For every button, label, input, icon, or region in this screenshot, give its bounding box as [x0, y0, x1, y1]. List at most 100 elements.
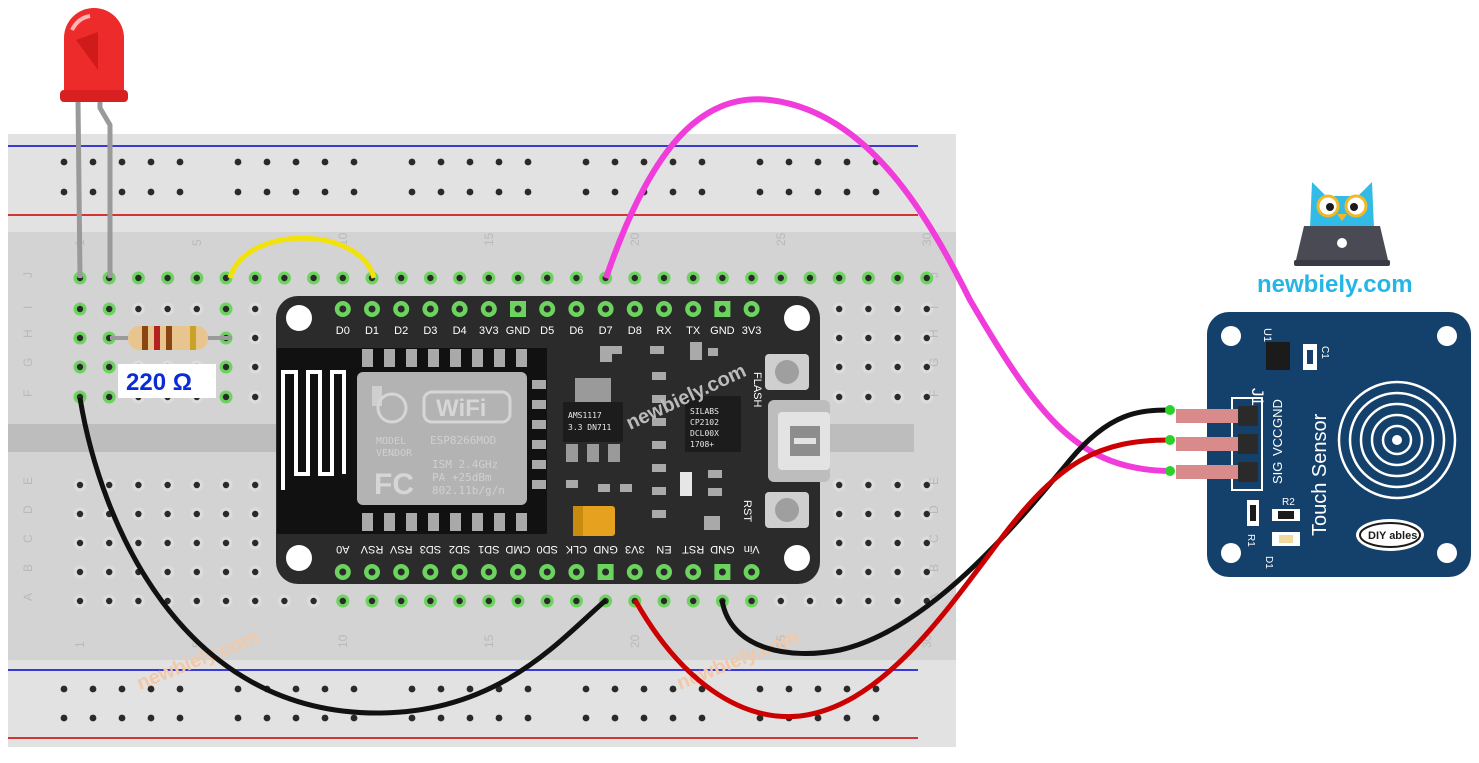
- wires: [77, 96, 1175, 720]
- bb-hole: [865, 510, 872, 518]
- rail-hole: [234, 158, 242, 166]
- esp-pin-label-bottom: EN: [656, 543, 671, 555]
- label-r1: R1: [1245, 534, 1256, 547]
- espressif-icon: [376, 392, 408, 424]
- esp-pin-label-bottom: SD3: [420, 543, 441, 555]
- rail-hole: [611, 188, 619, 196]
- rail-hole: [408, 685, 416, 693]
- bb-hole: [164, 305, 171, 313]
- bb-hole: [252, 510, 259, 518]
- bb-hole: [135, 539, 142, 547]
- smd-part: [612, 346, 622, 354]
- bb-hole: [865, 393, 872, 401]
- row-letter: C: [21, 534, 35, 543]
- rail-hole: [843, 714, 851, 722]
- bb-hole: [573, 274, 580, 282]
- module-pad: [472, 513, 483, 531]
- smd-part: [704, 516, 720, 530]
- wire-end: [1165, 405, 1175, 415]
- rail-hole: [350, 714, 358, 722]
- row-letter: J: [21, 272, 35, 278]
- esp-pin-hole: [485, 568, 493, 576]
- bb-hole: [164, 539, 171, 547]
- micro-usb-tongue: [794, 438, 816, 444]
- led-rim: [60, 90, 128, 102]
- rail-hole: [350, 685, 358, 693]
- resistor-band: [190, 326, 196, 350]
- bb-hole: [164, 481, 171, 489]
- flash-button-cap: [775, 360, 799, 384]
- module-pad: [532, 440, 546, 449]
- bb-hole: [106, 393, 113, 401]
- rail-hole: [60, 685, 68, 693]
- rail-hole: [408, 188, 416, 196]
- label-r2: R2: [1282, 497, 1295, 508]
- bb-hole: [777, 597, 784, 605]
- rail-hole: [872, 685, 880, 693]
- wire-magenta-sig: [603, 96, 1171, 474]
- rail-hole: [437, 188, 445, 196]
- rail-hole: [60, 714, 68, 722]
- wire-yellow: [227, 235, 377, 279]
- module-line: ESP8266MOD: [430, 434, 496, 447]
- esp-pin-label-top: GND: [710, 325, 735, 337]
- rail-hole: [785, 685, 793, 693]
- row-letter: H: [927, 329, 941, 338]
- rail-hole: [176, 685, 184, 693]
- rail-hole: [814, 685, 822, 693]
- smd-part: [598, 484, 610, 492]
- bb-hole: [76, 510, 84, 518]
- sensor-pin: [1176, 409, 1244, 423]
- bb-hole: [894, 539, 901, 547]
- chip-text: DCL00X: [690, 429, 719, 438]
- esp-pin-hole: [718, 568, 726, 576]
- smd-part: [600, 346, 612, 362]
- header-block: [1238, 462, 1258, 482]
- bb-hole: [865, 363, 872, 371]
- led-highlight: [70, 14, 91, 31]
- esp-pin-label-bottom: CMD: [505, 543, 530, 555]
- bb-hole: [193, 539, 200, 547]
- sensor-title: Touch Sensor: [1309, 413, 1331, 536]
- esp-pin-hole: [485, 305, 493, 313]
- sensor-pin: [1176, 465, 1244, 479]
- rail-hole: [437, 714, 445, 722]
- rail-hole: [611, 685, 619, 693]
- rail-hole: [611, 158, 619, 166]
- bb-hole: [76, 539, 84, 547]
- esp-pin-label-bottom: RST: [682, 543, 704, 555]
- row-letter: C: [927, 534, 941, 543]
- module-pad: [494, 513, 505, 531]
- flash-label: FLASH: [751, 372, 763, 408]
- rail-hole: [466, 714, 474, 722]
- bb-hole: [76, 481, 84, 489]
- wire-end: [1165, 466, 1175, 476]
- rail-hole: [89, 714, 97, 722]
- bb-hole: [544, 274, 551, 282]
- column-number: 1: [73, 641, 87, 648]
- rail-hole: [582, 188, 590, 196]
- resistor-band: [154, 326, 160, 350]
- label-j1: J1: [1248, 388, 1267, 406]
- esp-pin-label-bottom: RSV: [360, 543, 383, 555]
- bb-hole: [398, 597, 405, 605]
- rail-hole: [524, 188, 532, 196]
- module-line: ISM 2.4GHz: [432, 458, 498, 471]
- bb-hole: [660, 274, 668, 282]
- rail-hole: [669, 685, 677, 693]
- module-pad: [362, 349, 373, 367]
- esp-pin-hole: [426, 305, 434, 313]
- bb-hole: [865, 305, 872, 313]
- bb-hole: [836, 539, 843, 547]
- esp-pin-hole: [660, 568, 668, 576]
- logo-text: DIY ables: [1368, 530, 1417, 542]
- rail-hole: [321, 158, 329, 166]
- bb-hole: [252, 363, 259, 371]
- rail-hole: [147, 714, 155, 722]
- module-pad: [532, 420, 546, 429]
- bb-hole: [923, 510, 930, 518]
- chip-text: CP2102: [690, 418, 719, 427]
- rail-hole: [582, 685, 590, 693]
- esp-pin-hole: [660, 305, 668, 313]
- module-pad: [450, 349, 461, 367]
